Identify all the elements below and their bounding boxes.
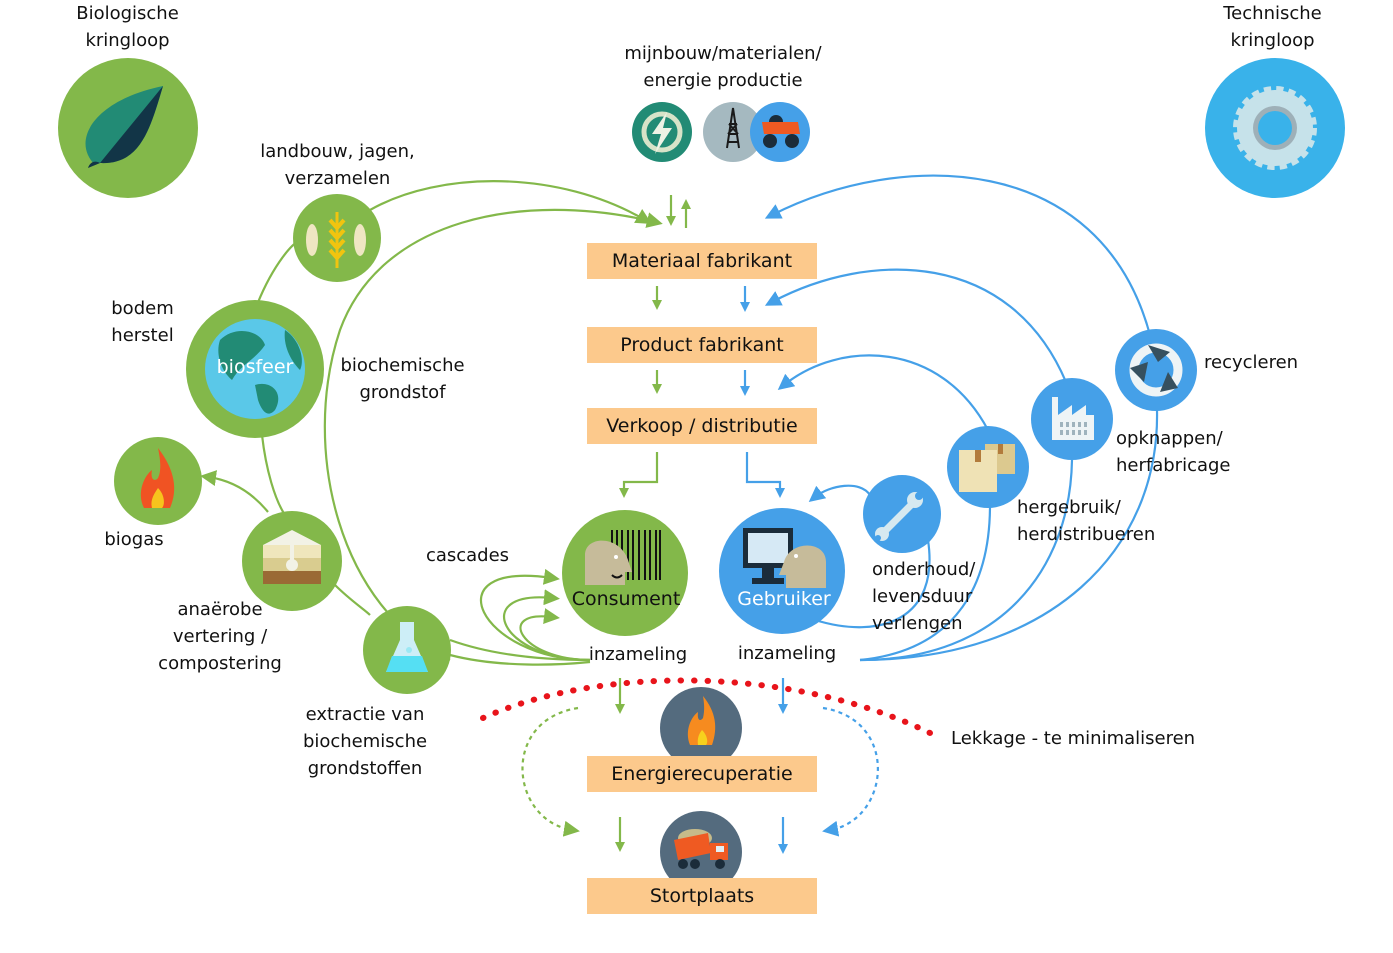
box-material-manufacturer: Materiaal fabrikant: [587, 243, 817, 279]
globe-icon: [186, 300, 324, 438]
tech-collection-label: inzameling: [737, 643, 837, 664]
leaf-icon: [58, 58, 198, 198]
flow-extraction-to-collection: [449, 638, 591, 662]
flow-dashed-tech: [822, 706, 879, 837]
flow-collect-to-recycle: [859, 409, 1159, 662]
tech-title-line2: kringloop: [1230, 30, 1315, 51]
flow-maintenance-to-user: [808, 484, 871, 502]
extraction-label: extractie van biochemische grondstoffen: [295, 701, 435, 782]
mining-truck-icon: [750, 102, 810, 162]
biochemical-feedstock-label: biochemische grondstof: [335, 352, 470, 406]
biological-flows: [200, 180, 691, 852]
anaerobic-line3: compostering: [158, 653, 282, 674]
recycle-label: recycleren: [1204, 352, 1299, 373]
flow-biosphere-ring-top: [253, 239, 301, 311]
flame-icon: [114, 437, 202, 525]
extraction-line1: extractie van: [305, 704, 425, 725]
flow-anaerobic-to-biogas: [200, 470, 269, 513]
mining-line2: energie productie: [643, 70, 803, 91]
maintenance-line3: verlengen: [872, 613, 963, 634]
flask-icon: [363, 606, 451, 694]
flow-extraction-to-collection-2: [449, 653, 591, 666]
box-sales-label: Verkoop / distributie: [606, 415, 798, 437]
box-energy-label: Energierecuperatie: [611, 763, 793, 785]
gear-icon: [1205, 58, 1345, 198]
technical-flows: [740, 174, 1159, 854]
extraction-line3: grondstoffen: [307, 758, 423, 779]
flow-refurbish-to-product: [764, 268, 1068, 383]
consumer-label: Consument: [571, 588, 681, 610]
flow-biochem-to-material: [323, 208, 663, 662]
biogas-label: biogas: [104, 529, 164, 550]
bio-title-line1: Biologische: [76, 3, 179, 24]
flow-dashed-bio: [521, 706, 580, 837]
flow-maintenance-loop: [814, 539, 931, 629]
tech-title-line1: Technische: [1223, 3, 1322, 24]
box-landfill: Stortplaats: [587, 878, 817, 914]
factory-icon: [1031, 378, 1113, 460]
farming-line2: verzamelen: [284, 168, 391, 189]
user-label: Gebruiker: [737, 588, 831, 610]
anaerobic-line2: vertering /: [172, 626, 268, 647]
extraction-line2: biochemische: [302, 731, 428, 752]
wrench-icon: [863, 475, 941, 553]
boxes-icon: [947, 426, 1029, 508]
bio-cycle-title: Biologische kringloop: [60, 0, 195, 54]
leakage-label: Lekkage - te minimaliseren: [951, 728, 1196, 749]
refurbish-line2: herfabricage: [1116, 455, 1231, 476]
farming-label: landbouw, jagen, verzamelen: [250, 138, 425, 192]
bio-title-line2: kringloop: [85, 30, 170, 51]
box-material-label: Materiaal fabrikant: [611, 250, 793, 272]
flow-recycle-to-material: [764, 174, 1152, 336]
tech-cycle-title: Technische kringloop: [1205, 0, 1340, 54]
maintenance-line1: onderhoud/: [872, 559, 976, 580]
anaerobic-label: anaërobe vertering / compostering: [150, 596, 290, 677]
flow-farming-to-material: [369, 180, 652, 225]
soil-line2: herstel: [111, 325, 174, 346]
box-product-label: Product fabrikant: [620, 334, 784, 356]
soil-layers-icon: [242, 511, 342, 611]
flow-collect-to-refurbish: [859, 459, 1074, 662]
box-landfill-label: Stortplaats: [649, 885, 755, 907]
reuse-line1: hergebruik/: [1017, 497, 1121, 518]
cascades-label: cascades: [425, 545, 510, 566]
bio-collection-label: inzameling: [588, 644, 688, 665]
leakage-boundary: [480, 677, 943, 741]
dump-truck-icon: [660, 811, 742, 893]
refurbish-label: opknappen/ herfabricage: [1116, 425, 1231, 479]
recycle-icon: [1115, 329, 1197, 411]
flow-sales-to-user: [745, 452, 785, 498]
anaerobic-line1: anaërobe: [177, 599, 263, 620]
box-sales-distribution: Verkoop / distributie: [587, 408, 817, 444]
farming-line1: landbouw, jagen,: [260, 141, 415, 162]
soil-line1: bodem: [111, 298, 174, 319]
box-product-manufacturer: Product fabrikant: [587, 327, 817, 363]
biosphere-label: biosfeer: [216, 356, 294, 378]
biochemical-line1: biochemische: [340, 355, 465, 376]
mining-label: mijnbouw/materialen/ energie productie: [605, 40, 841, 94]
person-barcode-icon: [562, 510, 688, 636]
box-energy-recovery: Energierecuperatie: [587, 756, 817, 792]
flow-sales-to-consumer: [619, 452, 659, 498]
maintenance-label: onderhoud/ levensduur verlengen: [872, 556, 975, 637]
reuse-label: hergebruik/ herdistribueren: [1017, 494, 1155, 548]
flow-collect-to-reuse: [859, 504, 992, 662]
reuse-line2: herdistribueren: [1017, 524, 1156, 545]
flow-anaerobic-to-extraction: [334, 584, 371, 616]
oil-derrick-icon: [703, 102, 763, 162]
cascade-3: [519, 608, 591, 662]
flow-reuse-to-sales: [777, 354, 989, 431]
renewable-energy-icon: [632, 102, 692, 162]
fire-icon: [660, 687, 742, 769]
soil-restoration-label: bodem herstel: [100, 295, 185, 349]
biochemical-line2: grondstof: [359, 382, 446, 403]
flow-biosphere-to-anaerobic: [260, 434, 286, 516]
fish-wheat-icon: [293, 194, 381, 282]
maintenance-line2: levensduur: [872, 586, 973, 607]
refurbish-line1: opknappen/: [1116, 428, 1223, 449]
person-monitor-icon: [719, 508, 845, 634]
mining-line1: mijnbouw/materialen/: [624, 43, 822, 64]
